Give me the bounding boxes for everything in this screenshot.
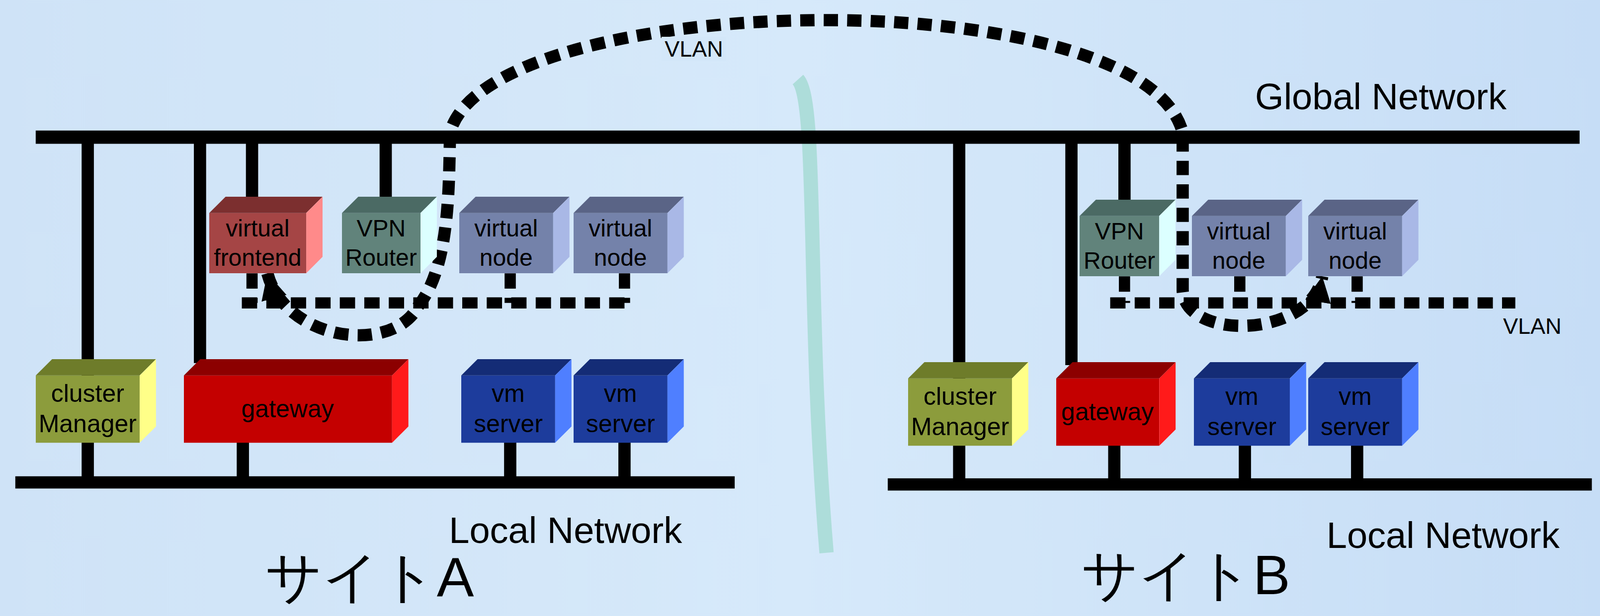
vm-server: vm server	[1193, 362, 1307, 446]
node-label: VPN Router	[341, 214, 421, 273]
node-label: virtual frontend	[209, 214, 307, 273]
virtual-node: virtual node	[1191, 199, 1303, 277]
node-label: vm server	[1193, 381, 1290, 443]
box-face: cluster Manager	[35, 375, 140, 443]
box-face: virtual node	[573, 213, 668, 274]
site-name: サイトA	[265, 546, 475, 608]
box-face: virtual node	[459, 213, 554, 274]
node-label: vm server	[461, 378, 556, 440]
box-face: vm server	[1193, 378, 1290, 446]
vm-server: vm server	[461, 359, 572, 443]
vm-server: vm server	[1308, 362, 1419, 446]
box-face: VPN Router	[1079, 216, 1160, 277]
box-face: virtual frontend	[209, 213, 307, 274]
site-name: サイトB	[1081, 544, 1291, 606]
box-face: vm server	[461, 375, 556, 443]
gateway-box: gateway	[1056, 362, 1176, 446]
box-face: vm server	[573, 375, 668, 443]
site-divider	[797, 79, 827, 554]
vpn-router: VPN Router	[1079, 199, 1176, 277]
virtual-frontend: virtual frontend	[209, 196, 323, 274]
node-label: cluster Manager	[35, 378, 140, 440]
box-face: virtual node	[1308, 216, 1403, 277]
virtual-node: virtual node	[1308, 199, 1419, 277]
network-bus	[15, 130, 1593, 492]
node-label: VPN Router	[1079, 217, 1160, 276]
network-drop	[81, 136, 1363, 485]
box-face: gateway	[1056, 378, 1160, 446]
virtual-node: virtual node	[573, 196, 684, 274]
node-label: virtual node	[459, 214, 554, 273]
node-label: virtual node	[1191, 217, 1286, 276]
node-label: gateway	[183, 394, 393, 425]
vlan-label: VLAN	[1503, 314, 1562, 339]
virtual-node: virtual node	[459, 196, 570, 274]
edge-label: VLAN	[661, 36, 727, 62]
node-label: vm server	[573, 378, 668, 440]
vlan-connector	[267, 19, 1323, 336]
box-face: VPN Router	[341, 213, 421, 274]
box-face: gateway	[183, 375, 393, 443]
node-label: vm server	[1308, 381, 1403, 443]
network-name: Global Network	[1255, 76, 1507, 117]
box-face: virtual node	[1191, 216, 1286, 277]
node-label: gateway	[1056, 397, 1160, 428]
node-label: virtual node	[1308, 217, 1403, 276]
box-face: cluster Manager	[908, 378, 1012, 446]
cluster-manager: cluster Manager	[908, 362, 1029, 446]
node-label: virtual node	[573, 214, 668, 273]
network-name: Local Network	[448, 510, 682, 551]
network-name: Local Network	[1326, 515, 1560, 556]
gateway-box: gateway	[183, 359, 409, 443]
box-face: vm server	[1308, 378, 1403, 446]
cluster-manager: cluster Manager	[35, 359, 157, 443]
node-label: cluster Manager	[908, 381, 1012, 443]
vm-server: vm server	[573, 359, 684, 443]
vpn-router: VPN Router	[341, 196, 437, 274]
